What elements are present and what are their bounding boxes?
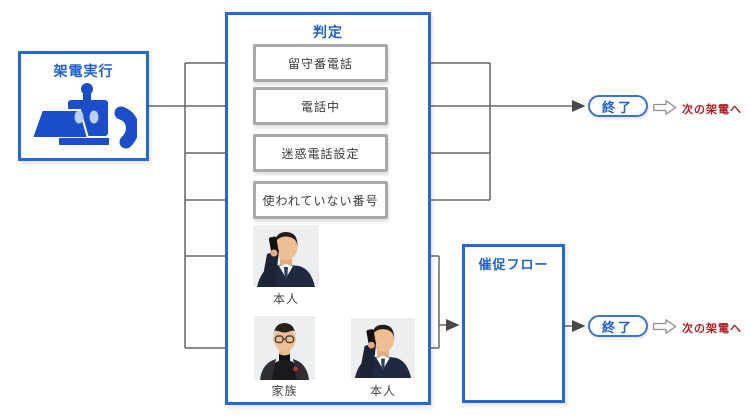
robot-call-icon (30, 83, 137, 149)
call-execution-box: 架電実行 (18, 51, 149, 161)
contact-self2-label: 本人 (369, 384, 396, 398)
condition-nuisance-setting: 迷惑電話設定 (253, 134, 388, 172)
reminder-flow-box: 催促フロー (462, 244, 565, 403)
condition-busy-label: 電話中 (300, 99, 340, 114)
contact-family-label: 家族 (271, 384, 298, 398)
end-pill-1-label: 終了 (601, 99, 634, 115)
contact-self2-photo (351, 316, 415, 380)
condition-voicemail-label: 留守番電話 (287, 56, 353, 71)
condition-voicemail: 留守番電話 (253, 44, 388, 82)
end-pill-2: 終了 (588, 315, 648, 337)
end-pill-2-label: 終了 (601, 319, 634, 335)
next-call-block-arrow-icon-1 (653, 100, 677, 115)
condition-unused-number: 使われていない番号 (253, 181, 388, 219)
man-with-glasses-photo (254, 316, 315, 380)
contact-family-photo (254, 316, 315, 380)
reminder-flow-title: 催促フロー (478, 257, 549, 272)
condition-busy: 電話中 (253, 87, 388, 125)
next-call-label-2: 次の架電へ (682, 323, 742, 335)
condition-nuisance-setting-label: 迷惑電話設定 (281, 146, 360, 161)
contact-self-label: 本人 (272, 292, 299, 306)
call-execution-title: 架電実行 (53, 63, 114, 79)
man-on-phone-photo (253, 225, 319, 287)
man-on-phone-photo (351, 317, 415, 379)
next-call-block-arrow-icon-2 (653, 319, 677, 334)
contact-self-photo (253, 225, 319, 287)
next-call-label-1: 次の架電へ (682, 104, 742, 116)
end-pill-1: 終了 (588, 95, 648, 117)
condition-unused-number-label: 使われていない番号 (262, 193, 379, 208)
judgment-title: 判定 (313, 24, 343, 40)
